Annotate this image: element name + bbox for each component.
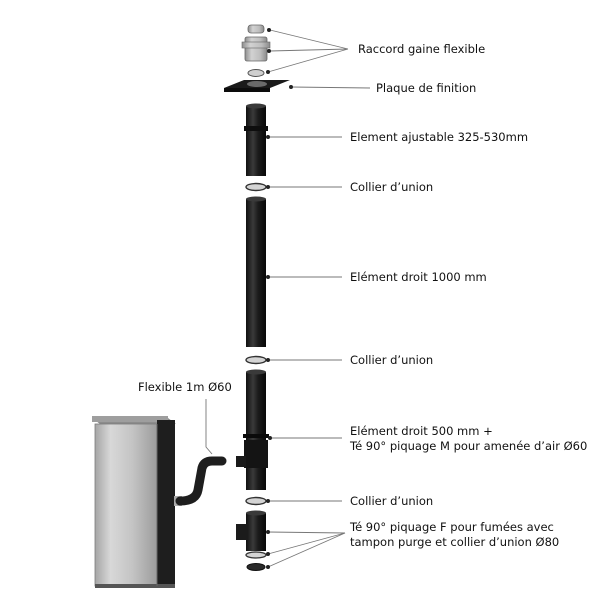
label-raccord-gaine-flexible: Raccord gaine flexible [358, 42, 486, 56]
stove [92, 416, 176, 588]
label-collier-union-2: Collier d’union [350, 353, 434, 367]
label-element-droit-500-line1: Elément droit 500 mm + [350, 424, 493, 438]
leader-lines [205, 29, 371, 568]
label-plaque-de-finition: Plaque de finition [376, 81, 477, 95]
anchor-dots [266, 28, 293, 569]
element-droit-500-te-piquage-m [236, 369, 269, 490]
plaque-de-finition [224, 80, 290, 92]
label-collier-union-1: Collier d’union [350, 180, 434, 194]
collier-union-1 [245, 182, 267, 192]
label-element-droit-500-line2: Té 90° piquage M pour amenée d’air Ø60 [350, 439, 588, 453]
flexible-pipe [174, 456, 227, 506]
raccord-gaine-flexible [241, 24, 271, 77]
label-te-90-line2: tampon purge et collier d’union Ø80 [350, 535, 560, 549]
label-flexible: Flexible 1m Ø60 [138, 380, 232, 394]
collier-union-2 [245, 355, 267, 365]
label-collier-union-3: Collier d’union [350, 494, 434, 508]
label-te-90-line1: Té 90° piquage F pour fumées avec [350, 520, 554, 534]
element-droit-1000 [246, 196, 266, 347]
te-90-piquage-f [236, 510, 267, 571]
label-element-droit-1000: Elément droit 1000 mm [350, 270, 487, 284]
collier-union-3 [245, 496, 267, 506]
element-ajustable [244, 103, 268, 176]
label-element-ajustable: Element ajustable 325-530mm [350, 130, 529, 144]
